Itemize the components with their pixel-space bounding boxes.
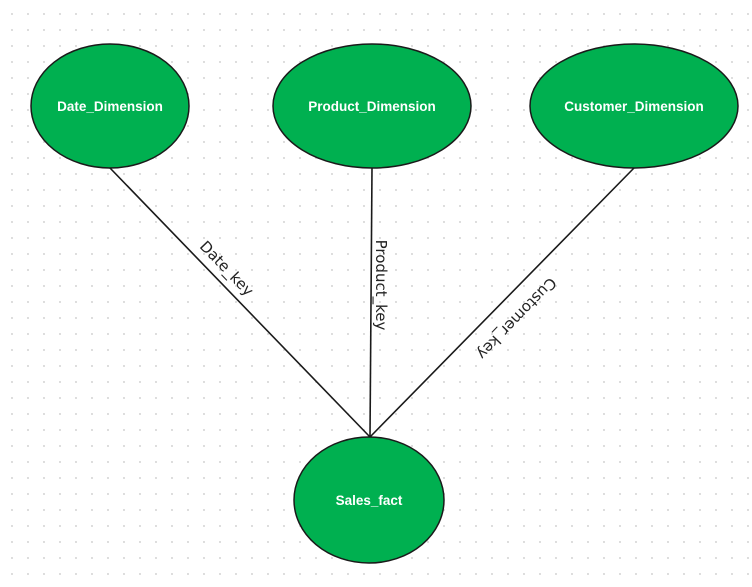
date-dimension-label: Date_Dimension xyxy=(57,99,163,114)
edge-label-product-key: Product_key xyxy=(371,240,390,331)
edge-label-customer-key: Customer_key xyxy=(472,273,560,363)
node-customer-dimension: Customer_Dimension xyxy=(529,43,739,169)
edge-label-date-key: Date_key xyxy=(195,237,257,300)
node-product-dimension: Product_Dimension xyxy=(272,43,472,169)
product-dimension-label: Product_Dimension xyxy=(308,99,436,114)
product-dimension-ellipse xyxy=(272,43,472,169)
edge-date-key-line xyxy=(109,167,371,438)
edge-customer-key-line xyxy=(369,167,635,438)
node-sales-fact: Sales_fact xyxy=(293,436,445,564)
edge-product-key-line xyxy=(369,167,373,438)
customer-dimension-label: Customer_Dimension xyxy=(564,99,704,114)
customer-dimension-ellipse xyxy=(529,43,739,169)
date-dimension-ellipse xyxy=(30,43,190,169)
sales-fact-ellipse xyxy=(293,436,445,564)
sales-fact-label: Sales_fact xyxy=(336,493,403,508)
node-date-dimension: Date_Dimension xyxy=(30,43,190,169)
